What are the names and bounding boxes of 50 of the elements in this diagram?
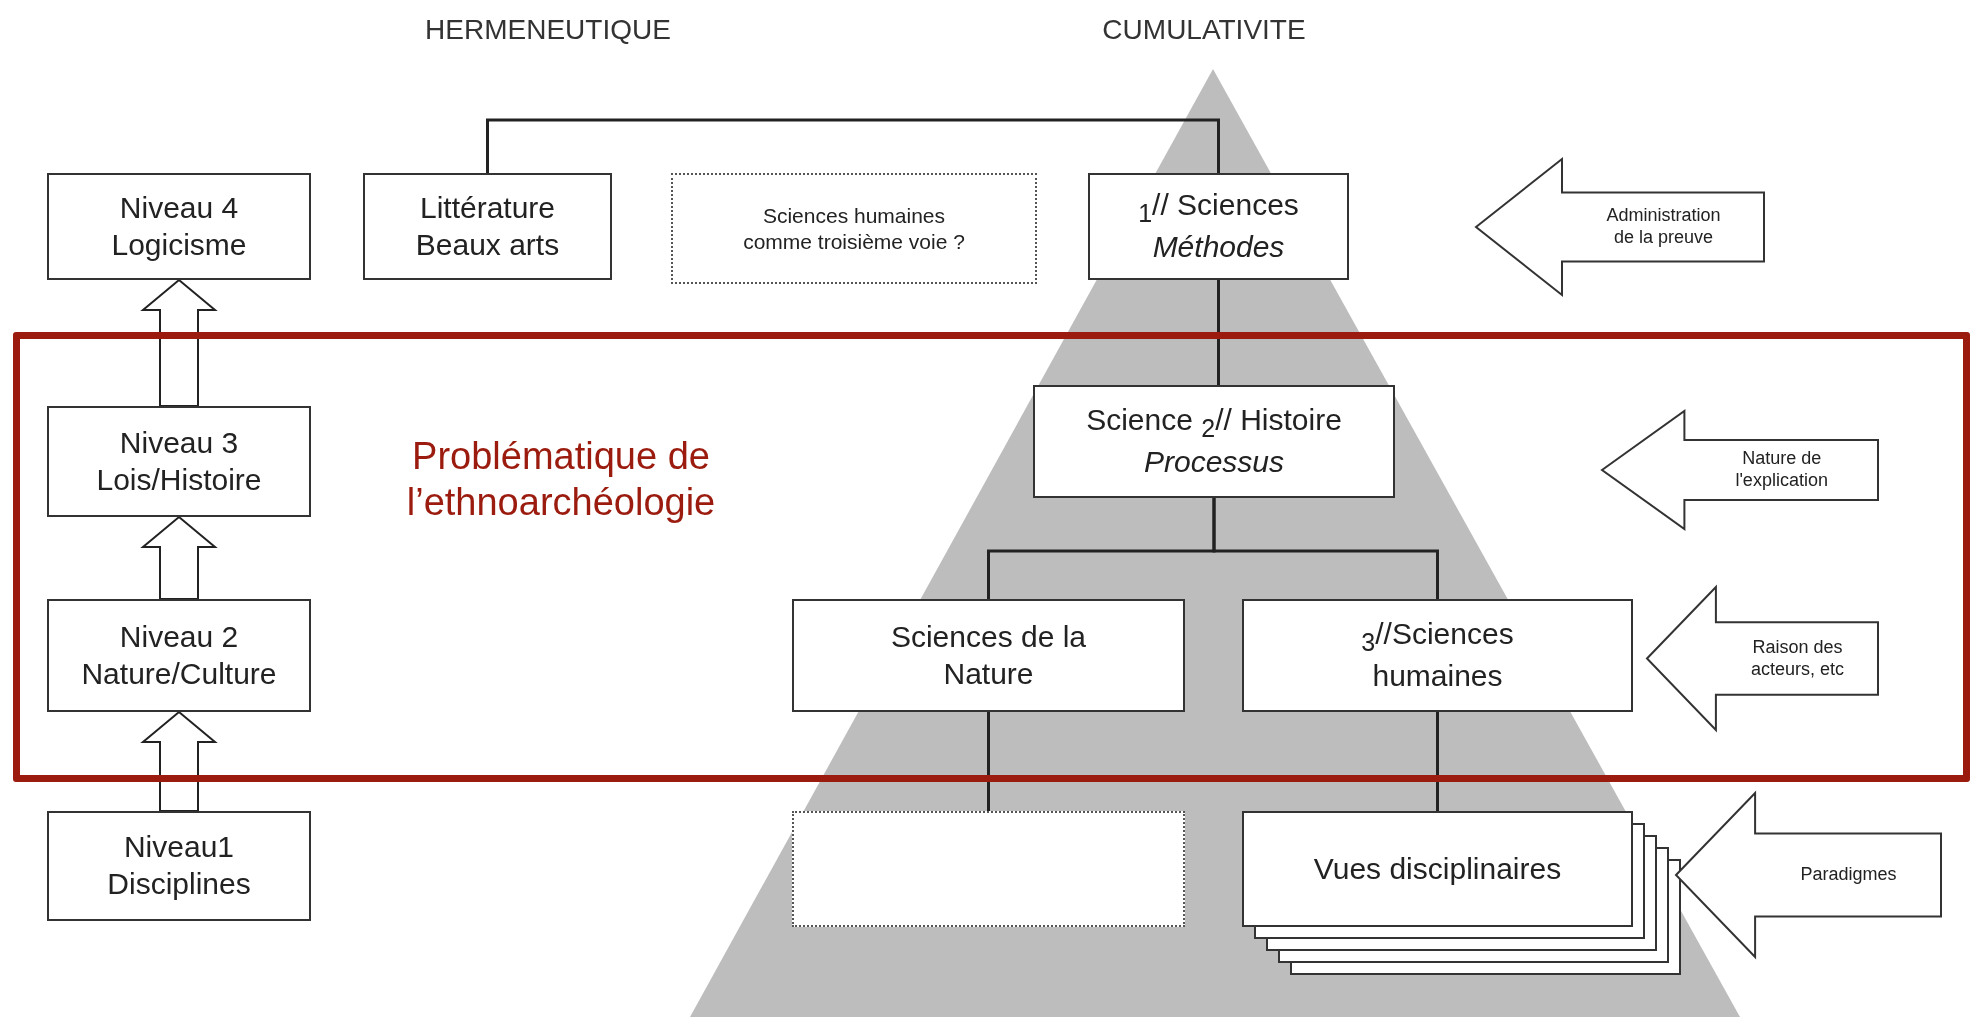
text-box: [792, 599, 1185, 712]
node-text: Niveau1: [123, 829, 235, 866]
highlight-frame: [13, 332, 1970, 782]
node-text: $_{3}$//Sciences humaines: [1360, 616, 1515, 694]
stacked-box: [1242, 811, 1681, 975]
hollow-arrow: [140, 710, 218, 812]
node-text: Littérature: [419, 189, 556, 226]
annotation-callout: [1475, 158, 1765, 296]
text-box: [1033, 385, 1395, 498]
hollow-arrow: [140, 515, 218, 600]
heading: CUMULATIVITE: [1102, 14, 1306, 46]
node-text: Niveau 2: [119, 618, 239, 655]
callout-text: Paradigmes: [1800, 864, 1897, 886]
node-text: Méthodes: [1152, 228, 1285, 265]
text-box: [1242, 599, 1633, 712]
text-box: [1088, 173, 1349, 280]
node-text: Niveau 4: [119, 189, 239, 226]
heading: HERMENEUTIQUE: [425, 14, 671, 46]
text-box: [47, 599, 311, 712]
empty-box: [792, 811, 1185, 927]
hollow-arrow: [140, 278, 218, 407]
node-text: Processus: [1143, 443, 1285, 480]
annotation-callout: [1646, 586, 1879, 731]
connector-line: [486, 118, 1220, 173]
text-box: [47, 406, 311, 517]
connector-line: [1436, 712, 1439, 811]
node-text: $_{1}$// Sciences: [1138, 187, 1299, 229]
empty-box: [671, 173, 1037, 284]
node-text: Sciences humaines comme troisième voie ?: [742, 202, 966, 255]
connector-line: [987, 712, 990, 811]
node-text: Vues disciplinaires: [1313, 850, 1562, 887]
text-box: [363, 173, 612, 280]
callout-text: Raison des acteurs, etc: [1749, 636, 1845, 681]
callout-text: Nature de l'explication: [1734, 448, 1829, 492]
node-text: Lois/Histoire: [96, 461, 262, 498]
annotation-callout: [1601, 410, 1879, 530]
connector-line: [1217, 280, 1220, 385]
node-text: Beaux arts: [415, 226, 560, 263]
text-box: [47, 173, 311, 280]
node-text: Disciplines: [107, 866, 251, 902]
connector-line: [1212, 498, 1439, 599]
annotation-callout: [1675, 792, 1942, 958]
node-text: Science $_{2}$// Histoire: [1086, 402, 1342, 444]
text-box: [47, 811, 311, 921]
node-text: Nature/Culture: [81, 655, 277, 692]
node-text: Logicisme: [111, 226, 247, 263]
frame-title: Problématique de l’ethnoarchéologie: [405, 433, 717, 525]
callout-text: Administration de la preuve: [1605, 205, 1722, 249]
node-text: Niveau 3: [119, 424, 239, 461]
node-text: Sciences de la Nature: [889, 618, 1088, 692]
